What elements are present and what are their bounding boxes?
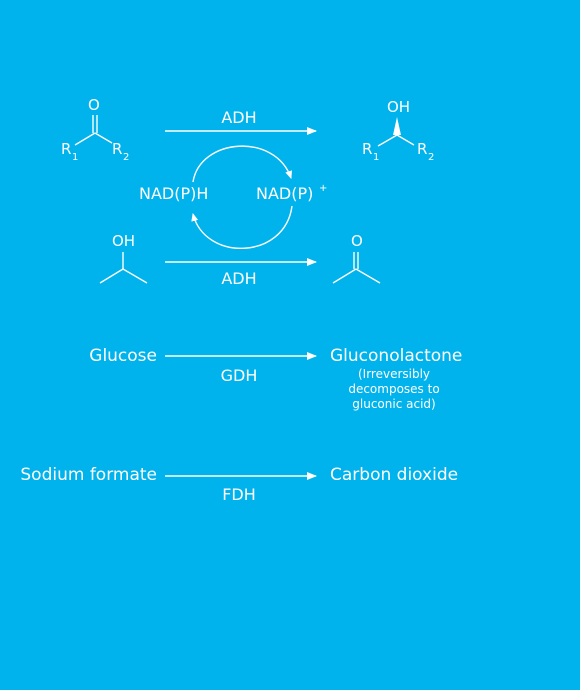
alcohol-structure: OH R 1 R 2 <box>362 98 434 163</box>
acetone-oxygen: O <box>351 232 363 250</box>
ketone-structure: O R 1 R 2 <box>61 96 129 163</box>
ketone-bond-left <box>74 132 96 146</box>
gluconolactone-note-line-3: gluconic acid) <box>352 397 435 411</box>
gluconolactone-note-line-1: (Irreversibly <box>358 367 430 381</box>
glucose-label: Glucose <box>89 346 157 366</box>
cofactor-arc-top <box>192 145 292 183</box>
cofactor-nadph: NAD(P)H <box>139 184 208 203</box>
alcohol-wedge-bond <box>393 117 401 135</box>
alcohol-r1: R <box>362 140 372 158</box>
ketone-r1-sub: 1 <box>72 152 78 163</box>
adh-top-label: ADH <box>221 108 256 127</box>
gluconolactone-note-line-2: decomposes to <box>348 382 439 396</box>
acetone-bond-right <box>355 268 381 284</box>
alcohol-r2-sub: 2 <box>428 152 434 163</box>
alcohol-bond-left <box>377 134 398 147</box>
isopropanol-structure: OH <box>99 232 148 284</box>
isopropanol-hydroxyl: OH <box>112 232 135 250</box>
isopropanol-bond-left <box>99 268 124 284</box>
sodium-formate-label: Sodium formate <box>20 465 157 485</box>
alcohol-r2: R <box>417 140 427 158</box>
ketone-r2-sub: 2 <box>123 152 129 163</box>
alcohol-bond-right <box>396 134 415 146</box>
ketone-oxygen: O <box>88 96 100 114</box>
gdh-label: GDH <box>221 366 258 385</box>
cofactor-nadp: NAD(P) <box>256 184 313 203</box>
ketone-bond-right <box>94 132 113 144</box>
cofactor-nadp-charge: + <box>319 183 327 194</box>
ketone-r1: R <box>61 140 71 158</box>
cofactor-arc-bottom <box>191 205 293 249</box>
acetone-bond-left <box>332 268 357 284</box>
adh-bottom-label: ADH <box>221 269 256 288</box>
acetone-structure: O <box>332 232 381 284</box>
gluconolactone-label: Gluconolactone <box>330 346 462 366</box>
fdh-label: FDH <box>222 485 256 504</box>
isopropanol-bond-right <box>122 268 148 284</box>
carbon-dioxide-label: Carbon dioxide <box>330 465 458 485</box>
alcohol-hydroxyl: OH <box>387 98 410 116</box>
ketone-r2: R <box>112 140 122 158</box>
alcohol-r1-sub: 1 <box>373 152 379 163</box>
